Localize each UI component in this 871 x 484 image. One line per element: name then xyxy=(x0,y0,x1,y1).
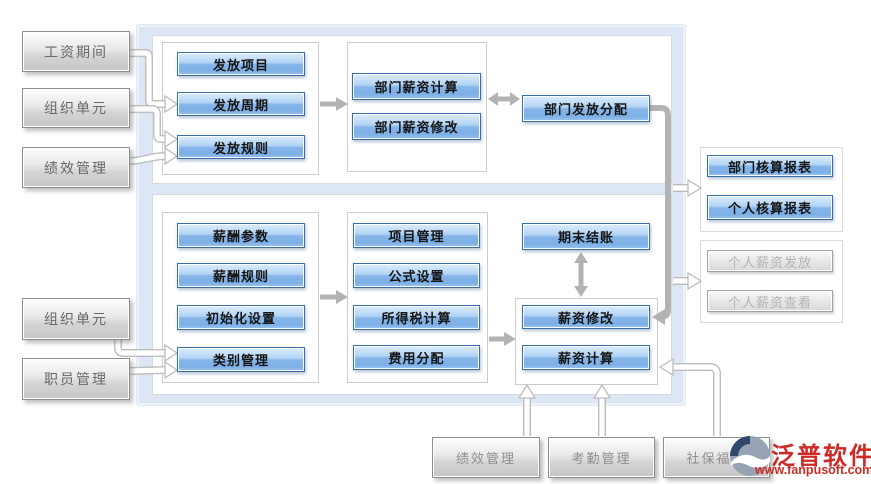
node-dept-salary-calc: 部门薪资计算 xyxy=(352,73,481,100)
node-pay-rule-label: 发放规则 xyxy=(212,140,269,156)
input-org-unit-2-label: 组织单元 xyxy=(44,311,108,327)
output-personal-report-label: 个人核算报表 xyxy=(727,201,812,216)
node-formula-setup-label: 公式设置 xyxy=(388,269,445,284)
node-salary-calc: 薪资计算 xyxy=(522,345,650,370)
node-init-setup-label: 初始化设置 xyxy=(205,311,276,326)
dept-salary-group xyxy=(347,42,487,172)
fanpu-logo-icon xyxy=(730,436,770,476)
node-salary-modify-label: 薪资修改 xyxy=(557,310,614,326)
input-salary-period-label: 工资期间 xyxy=(44,43,108,60)
node-pay-rule: 发放规则 xyxy=(177,135,305,159)
node-project-mgmt: 项目管理 xyxy=(353,223,480,248)
node-salary-rules-label: 薪酬规则 xyxy=(212,269,269,284)
node-dept-salary-modify-label: 部门薪资修改 xyxy=(374,120,459,135)
node-income-tax-calc-label: 所得税计算 xyxy=(381,311,452,326)
input-org-unit-1-label: 组织单元 xyxy=(44,100,108,116)
output-personal-pay: 个人薪资发放 xyxy=(707,250,833,272)
output-dept-report: 部门核算报表 xyxy=(707,155,833,177)
node-pay-cycle: 发放周期 xyxy=(177,92,305,116)
output-dept-report-label: 部门核算报表 xyxy=(727,159,812,175)
logo-brand-text: 泛普软件 xyxy=(771,443,871,470)
node-pay-cycle-label: 发放周期 xyxy=(212,97,269,113)
input-attendance-mgmt: 考勤管理 xyxy=(548,437,655,478)
logo-url-link[interactable]: www.fanpusoft.com xyxy=(755,463,871,477)
input-performance-mgmt-2: 绩效管理 xyxy=(432,437,540,478)
node-expense-allocation-label: 费用分配 xyxy=(388,351,445,366)
node-salary-rules: 薪酬规则 xyxy=(177,263,305,288)
node-period-end-close: 期末结账 xyxy=(522,223,650,250)
node-category-mgmt-label: 类别管理 xyxy=(212,353,269,368)
node-salary-calc-label: 薪资计算 xyxy=(557,351,614,366)
node-pay-item: 发放项目 xyxy=(177,52,305,76)
input-org-unit-1: 组织单元 xyxy=(22,88,130,128)
node-salary-params-label: 薪酬参数 xyxy=(212,229,269,244)
node-dept-pay-allocation: 部门发放分配 xyxy=(522,95,650,122)
node-dept-pay-allocation-label: 部门发放分配 xyxy=(543,102,628,117)
output-personal-pay-label: 个人薪资发放 xyxy=(727,254,812,270)
output-personal-report: 个人核算报表 xyxy=(707,195,833,220)
node-period-end-close-label: 期末结账 xyxy=(557,230,614,245)
node-dept-salary-modify: 部门薪资修改 xyxy=(352,113,481,140)
output-personal-view: 个人薪资查看 xyxy=(707,290,833,312)
input-org-unit-2: 组织单元 xyxy=(22,298,130,340)
input-salary-period: 工资期间 xyxy=(22,31,130,72)
input-performance-mgmt-1-label: 绩效管理 xyxy=(44,159,108,176)
node-project-mgmt-label: 项目管理 xyxy=(388,229,445,244)
input-staff-mgmt: 职员管理 xyxy=(22,358,130,400)
node-category-mgmt: 类别管理 xyxy=(177,347,305,372)
output-personal-view-label: 个人薪资查看 xyxy=(727,294,812,310)
node-expense-allocation: 费用分配 xyxy=(353,345,480,370)
input-staff-mgmt-label: 职员管理 xyxy=(44,371,108,387)
input-attendance-mgmt-label: 考勤管理 xyxy=(571,451,632,466)
node-income-tax-calc: 所得税计算 xyxy=(353,305,480,330)
node-salary-modify: 薪资修改 xyxy=(522,305,650,329)
node-pay-item-label: 发放项目 xyxy=(212,57,269,73)
node-dept-salary-calc-label: 部门薪资计算 xyxy=(374,80,459,95)
input-performance-mgmt-2-label: 绩效管理 xyxy=(455,451,516,466)
node-salary-params: 薪酬参数 xyxy=(177,223,305,248)
input-performance-mgmt-1: 绩效管理 xyxy=(22,147,130,188)
input-social-security-label: 社保福利 xyxy=(686,451,747,466)
node-formula-setup: 公式设置 xyxy=(353,263,480,288)
fanpu-logo: 泛普软件 www.fanpusoft.com xyxy=(727,431,871,483)
node-init-setup: 初始化设置 xyxy=(177,305,305,330)
